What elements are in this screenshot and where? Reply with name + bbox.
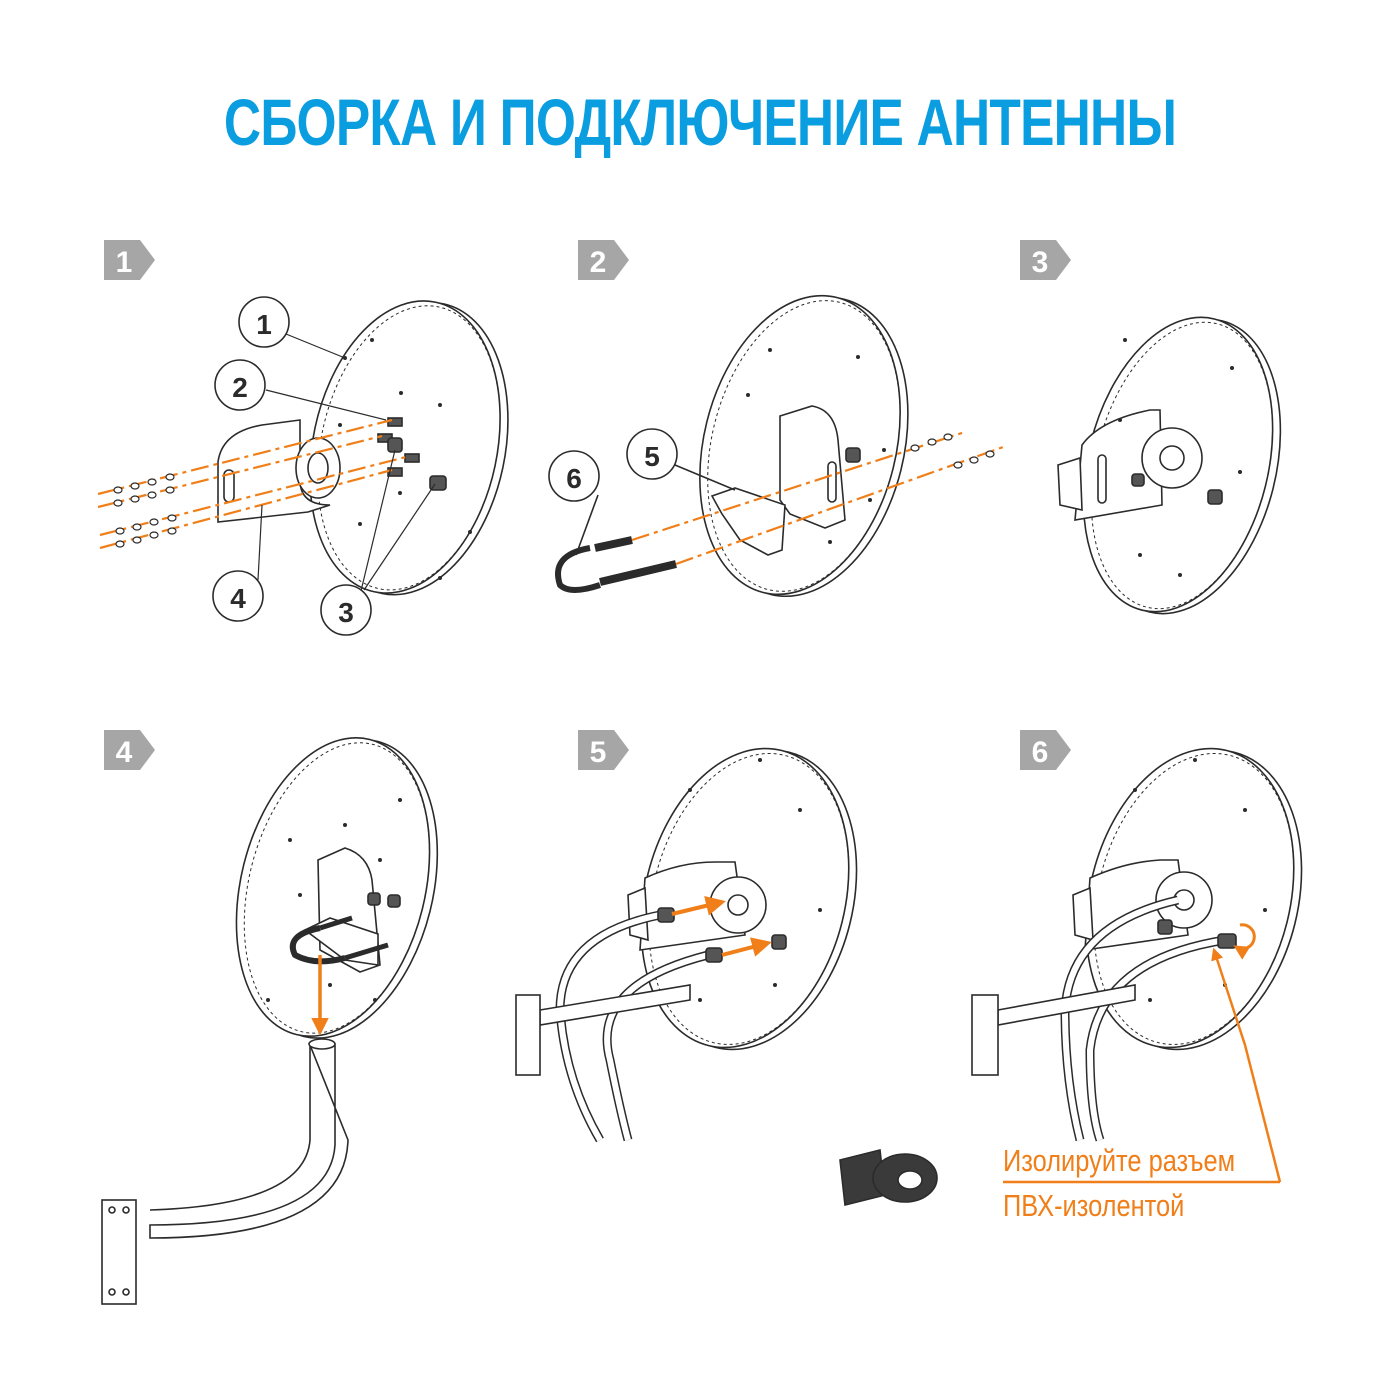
svg-text:1: 1 xyxy=(116,246,133,279)
wall-plate xyxy=(102,1200,136,1304)
step-badge-6: 6 xyxy=(1020,730,1071,770)
step4-illustration xyxy=(102,717,467,1304)
svg-text:2: 2 xyxy=(590,246,607,279)
step6-illustration xyxy=(840,726,1332,1205)
callout-2: 2 xyxy=(232,372,248,403)
step-badge-1: 1 xyxy=(104,240,155,280)
step5-illustration xyxy=(516,726,887,1140)
wall-plate xyxy=(972,995,998,1075)
step-badge-4: 4 xyxy=(104,730,155,770)
note-line-1: Изолируйте разъем xyxy=(1003,1143,1235,1179)
callout-3: 3 xyxy=(338,597,354,628)
note-line-2: ПВХ-изолентой xyxy=(1003,1188,1184,1224)
step3-illustration xyxy=(1054,297,1309,634)
callout-4: 4 xyxy=(230,583,246,614)
step1-illustration xyxy=(98,283,534,635)
callout-6: 6 xyxy=(566,463,582,494)
callout-1: 1 xyxy=(256,309,272,340)
step-badge-2: 2 xyxy=(578,240,629,280)
svg-text:3: 3 xyxy=(1032,246,1049,279)
u-bolt xyxy=(558,548,600,590)
svg-text:6: 6 xyxy=(1032,736,1049,769)
step-badge-5: 5 xyxy=(578,730,629,770)
svg-text:4: 4 xyxy=(116,736,133,769)
tape-roll xyxy=(840,1150,937,1205)
svg-text:5: 5 xyxy=(590,736,607,769)
wall-plate xyxy=(516,995,540,1075)
callout-5: 5 xyxy=(644,441,660,472)
step-badge-3: 3 xyxy=(1020,240,1071,280)
step2-illustration xyxy=(549,274,1006,617)
